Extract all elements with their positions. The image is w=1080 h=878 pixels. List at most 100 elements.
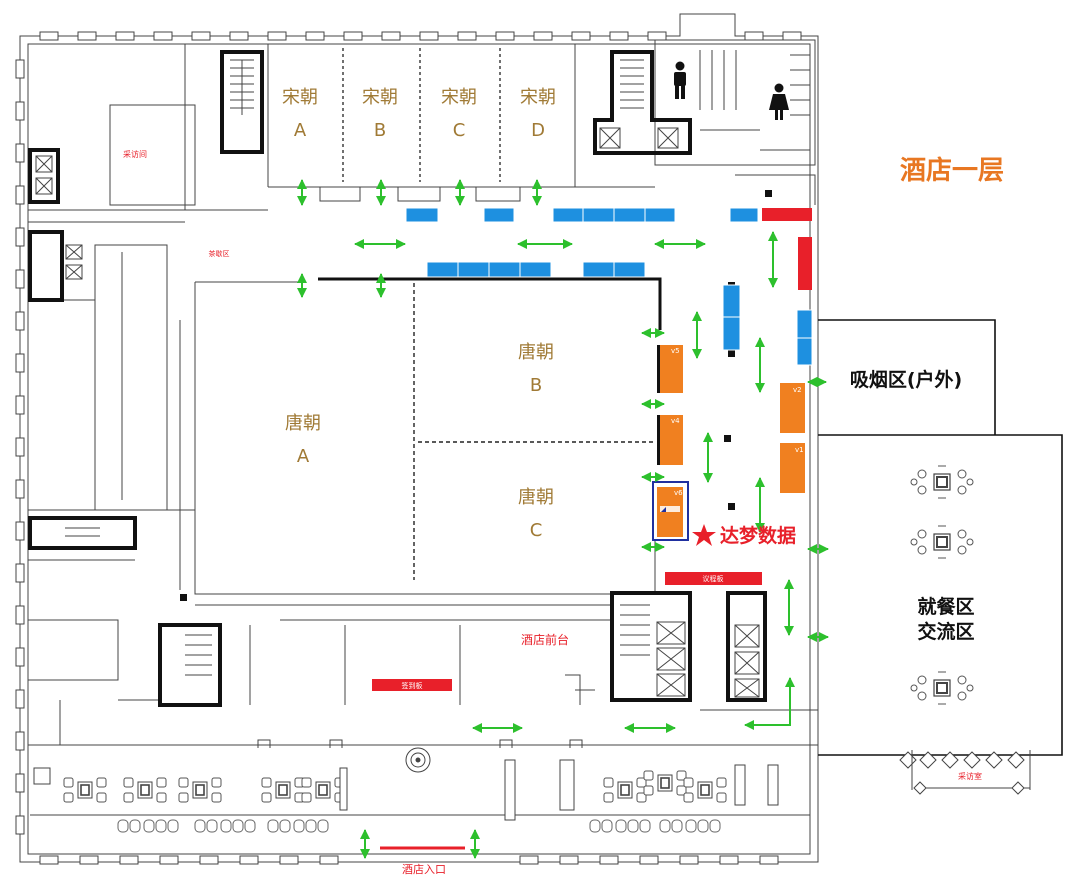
dining-table xyxy=(910,525,974,559)
elevator-car xyxy=(656,673,686,697)
room-tang-c-letter: C xyxy=(530,520,543,541)
window-frame xyxy=(15,143,25,163)
dining-area-label-line1: 就餐区 xyxy=(917,595,974,618)
lounge-seating xyxy=(603,777,647,803)
window-frame xyxy=(39,31,59,41)
blue-booth xyxy=(613,207,646,223)
booth-v2-label: v2 xyxy=(793,386,802,394)
highlight-frame xyxy=(652,481,689,541)
stair-steps xyxy=(65,59,650,676)
window-frame xyxy=(457,31,477,41)
smoking-area-outline xyxy=(818,319,996,435)
elevator-car xyxy=(734,624,760,648)
stairwell xyxy=(158,623,222,707)
red-boards: 议程板 签到板 xyxy=(372,208,812,850)
lobby-furniture xyxy=(33,739,779,833)
blue-booth xyxy=(405,207,439,223)
tang-outline xyxy=(194,281,656,595)
bench-row xyxy=(589,819,651,833)
window-frame xyxy=(15,59,25,79)
elevator-car xyxy=(65,264,83,280)
interview-room-bottom-label: 采访室 xyxy=(958,771,982,781)
room-song-c-name: 宋朝 xyxy=(441,87,477,108)
bench-row xyxy=(267,819,329,833)
blue-booth xyxy=(729,207,759,223)
window-frame xyxy=(15,647,25,667)
dining-area-label-line2: 交流区 xyxy=(917,620,974,643)
left-wing-wall xyxy=(28,44,268,223)
room-tang-b-name: 唐朝 xyxy=(518,342,554,363)
restroom-stalls xyxy=(699,50,810,151)
window-frame xyxy=(39,855,59,865)
highlight-marker: 达梦数据 xyxy=(692,524,796,547)
room-song-c-letter: C xyxy=(453,120,466,141)
booth-v1-label: v1 xyxy=(795,446,804,454)
star-icon xyxy=(692,524,716,546)
interview-room-top-label: 采访间 xyxy=(123,149,147,159)
lounge-seating xyxy=(301,777,345,803)
building-walls xyxy=(15,13,819,865)
stairwell xyxy=(28,148,60,204)
room-labels: 宋朝 A 宋朝 B 宋朝 C 宋朝 D 唐朝 A 唐朝 B 唐朝 C xyxy=(282,87,556,541)
red-board-top-right xyxy=(762,208,812,221)
window-frame xyxy=(115,31,135,41)
agenda-board: 议程板 xyxy=(665,572,762,585)
window-frame xyxy=(15,773,25,793)
blue-booth xyxy=(722,284,741,318)
booth-v5-label: v5 xyxy=(671,347,680,355)
front-desk-label: 酒店前台 xyxy=(521,632,569,647)
room-tang-a-letter: A xyxy=(297,446,310,467)
lounge-seating xyxy=(123,777,167,803)
window-frame xyxy=(267,31,287,41)
lounge-seating xyxy=(643,770,687,796)
blue-booth xyxy=(722,316,741,351)
window-frame xyxy=(153,31,173,41)
blue-booth xyxy=(613,261,646,278)
lounge-seating xyxy=(63,777,107,803)
corridor-block xyxy=(94,244,168,511)
window-frame xyxy=(15,101,25,121)
window-frame xyxy=(15,815,25,835)
window-frame xyxy=(15,311,25,331)
window-frame xyxy=(279,855,299,865)
window-frame xyxy=(647,31,667,41)
floor-title: 酒店一层 xyxy=(900,156,1004,186)
elevator-car xyxy=(65,244,83,260)
window-frame xyxy=(229,31,249,41)
stairwell xyxy=(593,50,692,155)
tang-room-dividers xyxy=(413,283,655,580)
blue-booth xyxy=(519,261,552,278)
window-frame xyxy=(599,855,619,865)
window-frame xyxy=(15,395,25,415)
break-area-label: 茶歇区 xyxy=(209,249,230,258)
orange-booths: v5 v4 v6 v2 v1 xyxy=(652,345,805,541)
window-frame xyxy=(15,563,25,583)
blue-booth xyxy=(796,309,813,339)
interview-room-top xyxy=(109,104,196,206)
signin-board: 签到板 xyxy=(372,679,452,691)
window-frame xyxy=(305,31,325,41)
room-song-b-name: 宋朝 xyxy=(362,87,398,108)
window-frame xyxy=(319,855,339,865)
window-frame xyxy=(419,31,439,41)
window-frame xyxy=(759,855,779,865)
blue-booth xyxy=(582,261,615,278)
stairwell xyxy=(28,230,64,302)
interview-room-bottom xyxy=(899,750,1031,795)
elevator-car xyxy=(35,155,53,173)
window-frame xyxy=(559,855,579,865)
elevator-car xyxy=(734,678,760,698)
window-frame xyxy=(15,521,25,541)
booth-v2: v2 xyxy=(780,383,805,433)
bench-row xyxy=(659,819,721,833)
blue-booth xyxy=(644,207,676,223)
restroom-block xyxy=(654,39,816,166)
window-frame xyxy=(191,31,211,41)
window-frame xyxy=(719,855,739,865)
window-frame xyxy=(744,31,764,41)
lounge-seating xyxy=(261,777,305,803)
stairwell xyxy=(610,591,692,702)
blue-booth xyxy=(457,261,490,278)
